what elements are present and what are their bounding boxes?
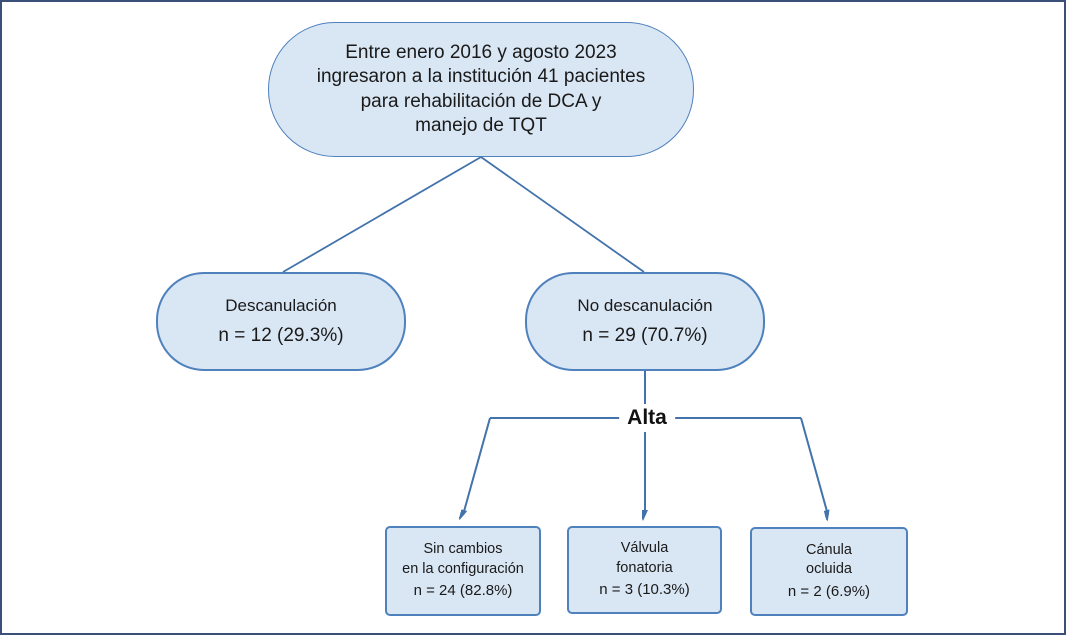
node-total-patients-text: Entre enero 2016 y agosto 2023 ingresaro… <box>316 41 646 136</box>
edge-root-to-decannulation <box>282 156 482 273</box>
node-outcome-no-changes-value: n = 24 (82.8%) <box>413 582 513 600</box>
node-no-decannulation: No descanulación n = 29 (70.7%) <box>525 272 765 371</box>
edge-to-outcome-3 <box>800 417 828 515</box>
branch-label-alta: Alta <box>619 404 675 432</box>
node-outcome-speaking-valve-value: n = 3 (10.3%) <box>599 581 690 599</box>
edge-root-to-no-decannulation <box>480 156 645 273</box>
node-outcome-no-changes: Sin cambios en la configuración n = 24 (… <box>385 526 541 616</box>
node-total-patients: Entre enero 2016 y agosto 2023 ingresaro… <box>268 22 694 157</box>
edge-to-outcome-1 <box>463 417 491 515</box>
node-outcome-speaking-valve-label: Válvula fonatoria <box>616 540 673 576</box>
node-decannulation-label: Descanulación <box>225 296 337 315</box>
node-decannulation-value: n = 12 (29.3%) <box>218 325 344 346</box>
node-decannulation: Descanulación n = 12 (29.3%) <box>156 272 406 371</box>
node-outcome-occluded-cannula: Cánula ocluida n = 2 (6.9%) <box>750 527 908 616</box>
node-no-decannulation-value: n = 29 (70.7%) <box>582 325 708 346</box>
node-outcome-no-changes-label: Sin cambios en la configuración <box>402 541 524 577</box>
node-no-decannulation-label: No descanulación <box>577 296 713 315</box>
node-outcome-occluded-cannula-label: Cánula ocluida <box>806 541 852 578</box>
node-outcome-occluded-cannula-value: n = 2 (6.9%) <box>787 582 871 600</box>
node-outcome-speaking-valve: Válvula fonatoria n = 3 (10.3%) <box>567 526 722 614</box>
